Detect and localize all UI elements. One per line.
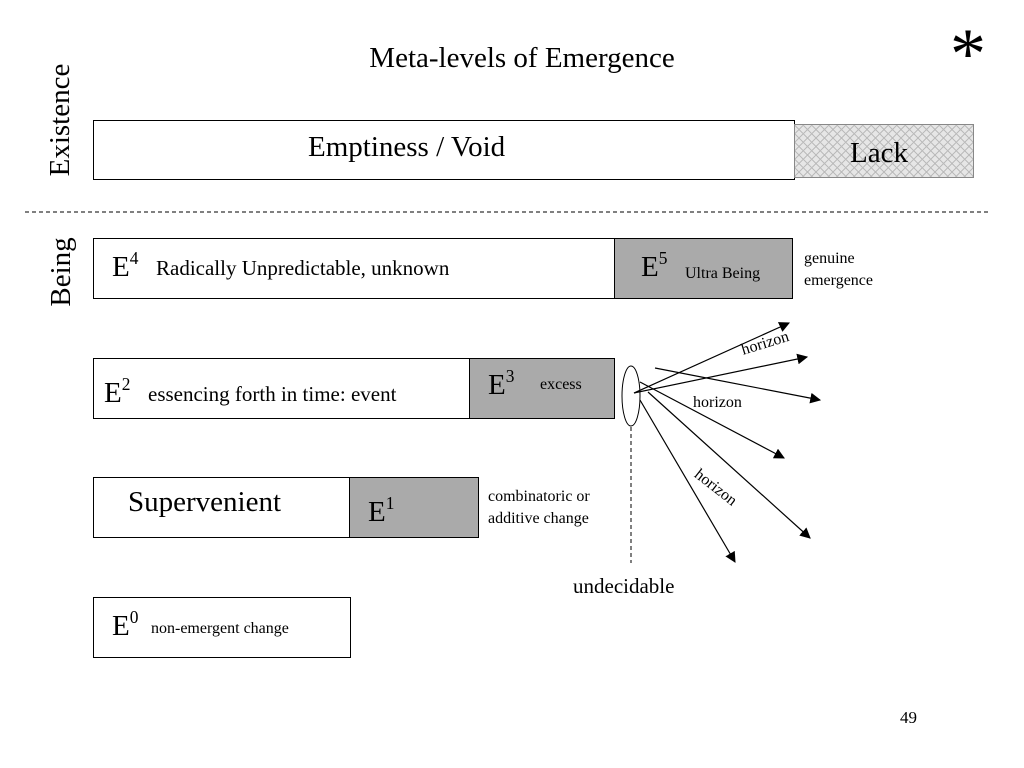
arrow-1 xyxy=(633,322,790,394)
e2-text: essencing forth in time: event xyxy=(148,382,397,406)
e1-symbol: E1 xyxy=(368,492,395,528)
asterisk-mark: * xyxy=(950,14,986,94)
e5-text: Ultra Being xyxy=(685,265,761,282)
void-box: Emptiness / Void xyxy=(93,120,795,180)
supervenient-box: Supervenient xyxy=(93,477,351,538)
e1-box: E1 xyxy=(349,477,479,538)
e3-box: E3 excess xyxy=(469,358,615,419)
e0-box: E0 non-emergent change xyxy=(93,597,351,658)
horizon-lens xyxy=(621,365,641,427)
e3-symbol: E3 xyxy=(488,365,515,401)
e2-symbol: E2 xyxy=(104,373,131,409)
e2-box: E2 essencing forth in time: event xyxy=(93,358,470,419)
e0-symbol: E0 xyxy=(112,606,139,642)
arrow-5 xyxy=(647,391,811,539)
arrow-6 xyxy=(639,399,736,563)
e4-box: E4 Radically Unpredictable, unknown xyxy=(93,238,615,299)
combinatoric-change-label: combinatoric or additive change xyxy=(488,488,590,527)
supervenient-label: Supervenient xyxy=(128,486,282,518)
arrow-2 xyxy=(633,353,809,394)
page-title: Meta-levels of Emergence xyxy=(369,42,675,74)
lack-label: Lack xyxy=(850,137,908,169)
horizon-label-mid: horizon xyxy=(693,394,742,411)
arrow-4 xyxy=(639,381,785,459)
e4-symbol: E4 xyxy=(112,247,139,283)
void-label: Emptiness / Void xyxy=(308,131,506,163)
e5-symbol: E5 xyxy=(641,247,668,283)
e0-text: non-emergent change xyxy=(151,620,289,637)
e4-text: Radically Unpredictable, unknown xyxy=(156,256,450,280)
arrow-3 xyxy=(654,367,822,404)
page-number: 49 xyxy=(900,708,917,727)
e5-box: E5 Ultra Being xyxy=(614,238,793,299)
e3-text: excess xyxy=(540,376,582,393)
lack-box: Lack xyxy=(794,124,974,178)
genuine-emergence-label: genuine emergence xyxy=(804,250,873,289)
undecidable-label: undecidable xyxy=(573,574,675,598)
